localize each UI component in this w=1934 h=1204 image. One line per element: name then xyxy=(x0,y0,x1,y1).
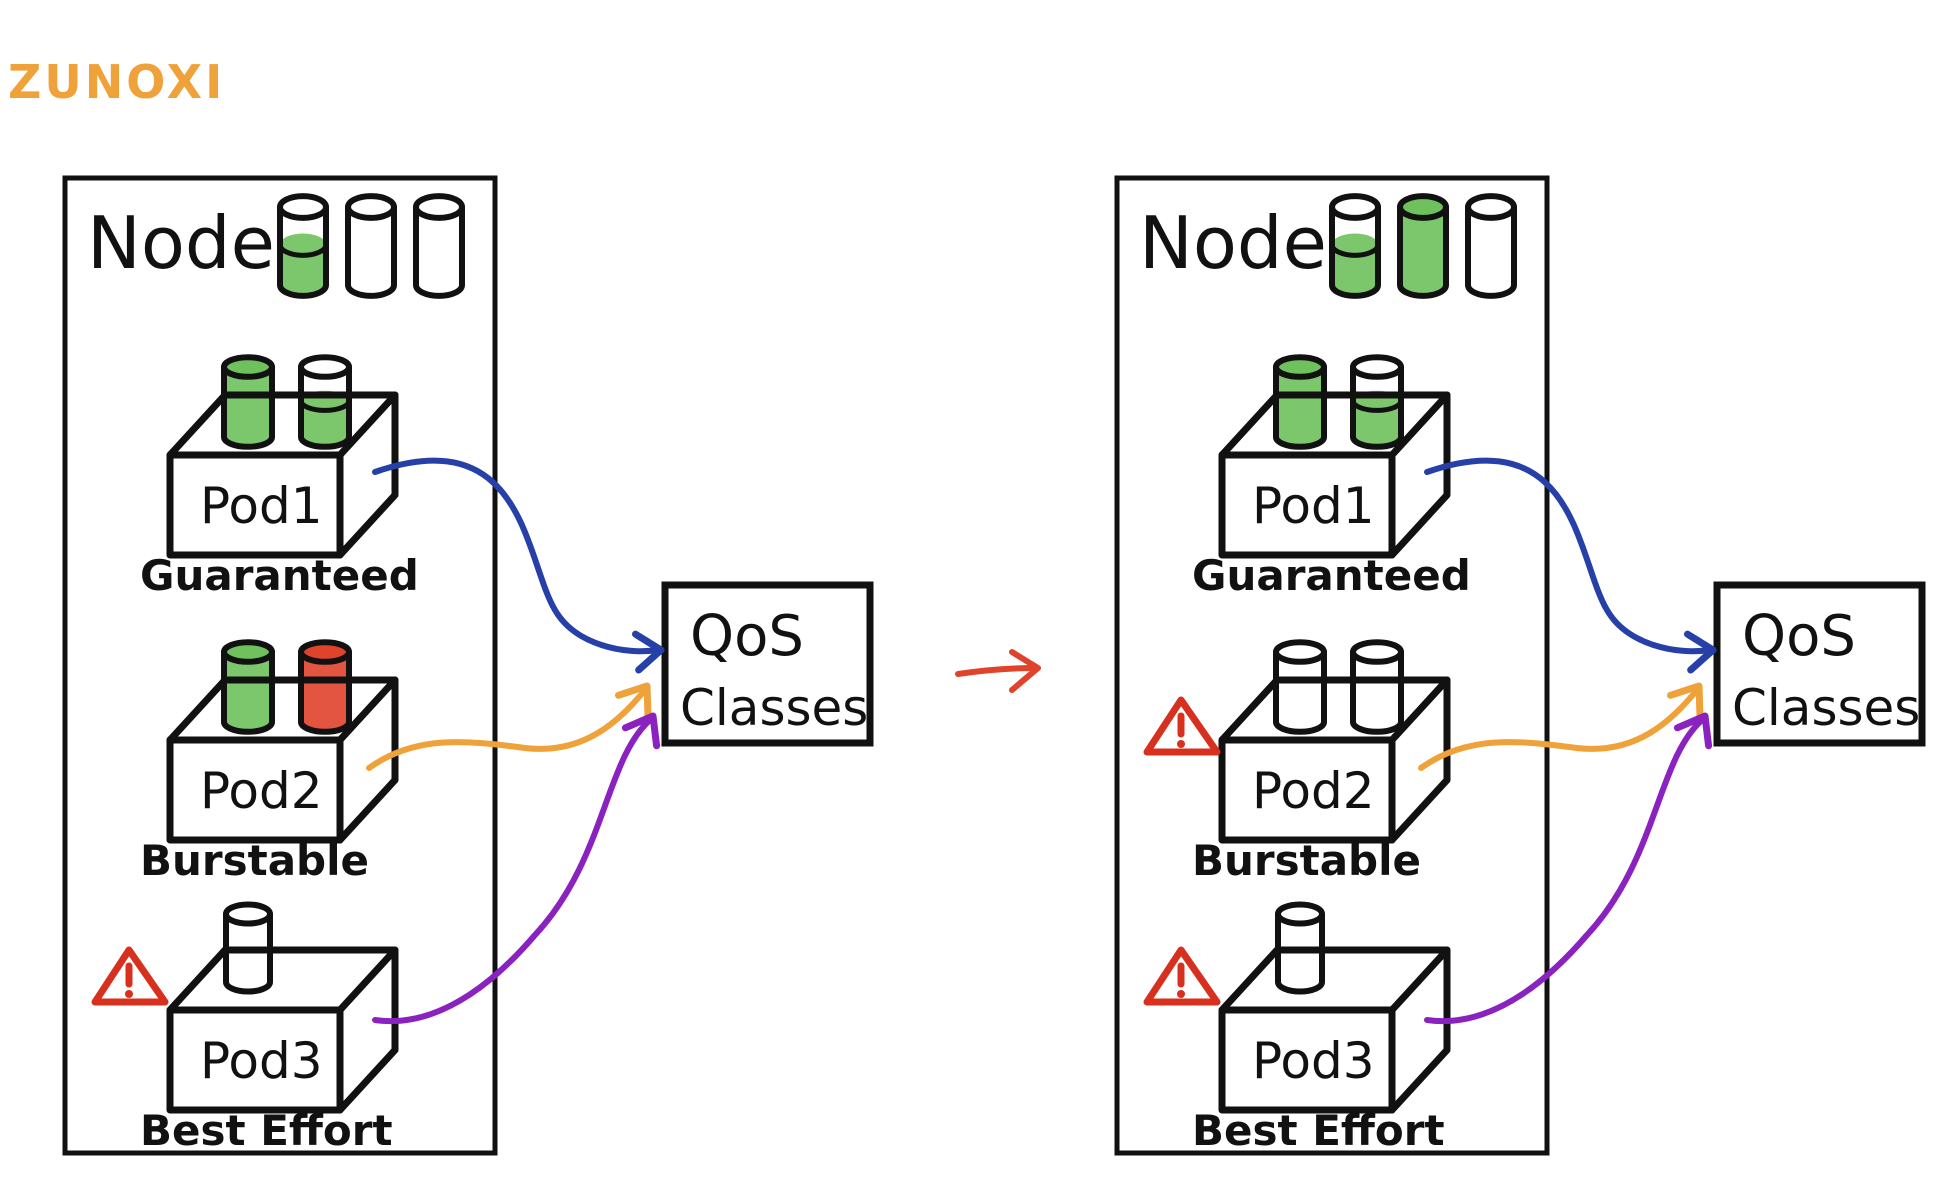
arrow-guaranteed xyxy=(372,457,660,655)
pod-label: Pod2 xyxy=(1252,762,1375,820)
pod-label: Pod3 xyxy=(200,1032,323,1090)
pod-label: Pod1 xyxy=(200,477,323,535)
pod-volume-icon xyxy=(221,639,275,735)
node-volume-icon xyxy=(277,193,329,299)
pod-label: Pod2 xyxy=(200,762,323,820)
arrow-burstable xyxy=(1418,687,1700,771)
qos-box-line2: Classes xyxy=(680,679,868,737)
pod-qos-label: Best Effort xyxy=(140,1106,393,1155)
pod-volume-icon xyxy=(1350,639,1404,735)
pod-volume-icon xyxy=(298,354,352,450)
arrow-head-icon xyxy=(1666,682,1704,720)
arrow-head-icon xyxy=(632,630,665,674)
arrow-best-effort xyxy=(1424,717,1705,1025)
pod-volume-icon xyxy=(1350,354,1404,450)
pod-qos-label: Burstable xyxy=(1192,836,1421,885)
pod-label: Pod3 xyxy=(1252,1032,1375,1090)
arrow-guaranteed xyxy=(1424,457,1712,655)
pod-qos-label: Guaranteed xyxy=(1192,551,1471,600)
arrow-head-icon xyxy=(1673,712,1713,750)
arrow-head-icon xyxy=(1684,630,1717,674)
node-label: Node xyxy=(87,201,275,285)
arrow-head-icon xyxy=(621,712,661,750)
node-volume-icon xyxy=(1397,193,1449,299)
pod-box xyxy=(166,391,399,559)
pod-box xyxy=(1218,946,1451,1114)
pod-qos-label: Burstable xyxy=(140,836,369,885)
qos-box xyxy=(661,581,874,747)
pod-label: Pod1 xyxy=(1252,477,1375,535)
arrow-best-effort xyxy=(372,717,653,1025)
qos-box xyxy=(1713,581,1926,747)
node-volume-icon xyxy=(1465,193,1517,299)
node-volume-icon xyxy=(1329,193,1381,299)
arrow-right-icon xyxy=(955,649,1041,693)
pod-volume-icon xyxy=(1275,901,1325,995)
pod-box xyxy=(166,946,399,1114)
warning-icon xyxy=(1143,696,1221,756)
pod-volume-icon xyxy=(1273,639,1327,735)
qos-box-line1: QoS xyxy=(690,604,804,669)
pod-volume-icon xyxy=(223,901,273,995)
node-volume-icon xyxy=(345,193,397,299)
pod-qos-label: Best Effort xyxy=(1192,1106,1445,1155)
pod-volume-icon xyxy=(298,639,352,735)
arrow-burstable xyxy=(366,687,648,771)
qos-box-line1: QoS xyxy=(1742,604,1856,669)
node-border xyxy=(62,175,498,1156)
pod-qos-label: Guaranteed xyxy=(140,551,419,600)
brand-logo: ZUNOXI xyxy=(8,55,225,109)
pod-box xyxy=(1218,676,1451,844)
node-panel-2: NodePod1GuaranteedPod2BurstablePod3Best … xyxy=(1114,175,1926,1156)
node-volume-icon xyxy=(413,193,465,299)
pod-box xyxy=(166,676,399,844)
warning-icon xyxy=(91,946,169,1006)
node-label: Node xyxy=(1139,201,1327,285)
qos-comparison-scene: NodePod1GuaranteedPod2BurstablePod3Best … xyxy=(62,175,1926,1156)
pod-volume-icon xyxy=(221,354,275,450)
pod-box xyxy=(1218,391,1451,559)
node-border xyxy=(1114,175,1550,1156)
warning-icon xyxy=(1143,946,1221,1006)
pod-volume-icon xyxy=(1273,354,1327,450)
node-panel-1: NodePod1GuaranteedPod2BurstablePod3Best … xyxy=(62,175,874,1156)
arrow-head-icon xyxy=(614,682,652,720)
qos-box-line2: Classes xyxy=(1732,679,1920,737)
